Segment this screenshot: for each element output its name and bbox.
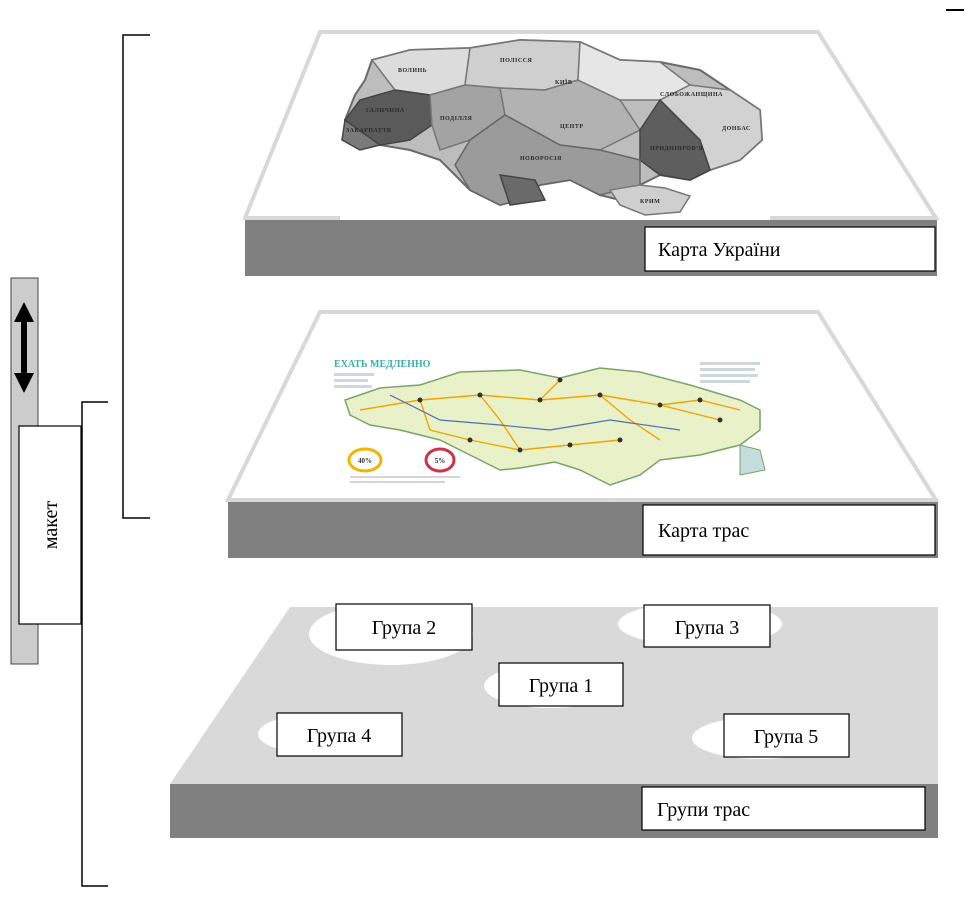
layer-route-map: ЕХАТЬ МЕДЛЕННО [224,310,940,558]
group-4-box [276,712,403,757]
top-label-box [644,226,936,272]
speed-badge-left [347,447,383,473]
bracket-upper [122,34,150,519]
side-slider[interactable]: макет [10,277,82,665]
region-label: СЛОБОЖАНЩИНА [660,92,723,98]
group-4-label: Група 4 [307,725,372,747]
maket-box[interactable] [18,425,82,625]
region-label: ГАЛИЧИНА [366,108,405,114]
region-label: НОВОРОСІЯ [520,156,562,162]
bottom-layer-label: Групи трас [657,799,750,821]
ukraine-regions-map: ВОЛИНЬ ПОЛІССЯ ГАЛИЧИНА ПОДІЛЛЯ ЦЕНТР КИ… [340,38,770,220]
layer-route-groups: Група 2 Група 3 Група 1 Група 4 Група 5 … [170,602,938,838]
group-1-box [498,662,624,707]
group-1-label: Група 1 [529,675,594,697]
group-2-label: Група 2 [372,617,437,639]
region-label: ЗАКАРПАТТЯ [346,128,392,134]
top-layer-label: Карта України [658,239,781,261]
group-5-label: Група 5 [754,726,819,748]
region-label: ПРИДНІПРОВ'Я [650,146,703,152]
bottom-label-box [641,786,926,831]
region-label: ЦЕНТР [560,124,584,130]
region-label: КРИМ [640,199,660,205]
group-5-box [723,713,850,758]
region-label: КИЇВ [555,79,572,86]
speed-badge-right [424,447,456,473]
badge-left-text: 40% [358,457,372,465]
group-3-label: Група 3 [675,617,740,639]
region-label: ПОЛІССЯ [500,58,533,64]
bracket-lower [81,401,108,887]
maket-label: макет [40,501,62,549]
middle-layer-label: Карта трас [658,520,749,542]
double-arrow-icon[interactable] [14,302,34,393]
region-label: ПОДІЛЛЯ [440,116,472,122]
group-2-box [335,603,473,651]
layer-ukraine-map: ВОЛИНЬ ПОЛІССЯ ГАЛИЧИНА ПОДІЛЛЯ ЦЕНТР КИ… [242,30,940,276]
route-map-title: ЕХАТЬ МЕДЛЕННО [334,359,431,370]
region-label: ВОЛИНЬ [398,68,427,74]
route-map-image: ЕХАТЬ МЕДЛЕННО [327,352,813,492]
badge-right-text: 5% [435,457,446,465]
group-3-box [643,604,771,648]
region-label: ДОНБАС [722,126,751,132]
middle-label-box [642,504,936,556]
